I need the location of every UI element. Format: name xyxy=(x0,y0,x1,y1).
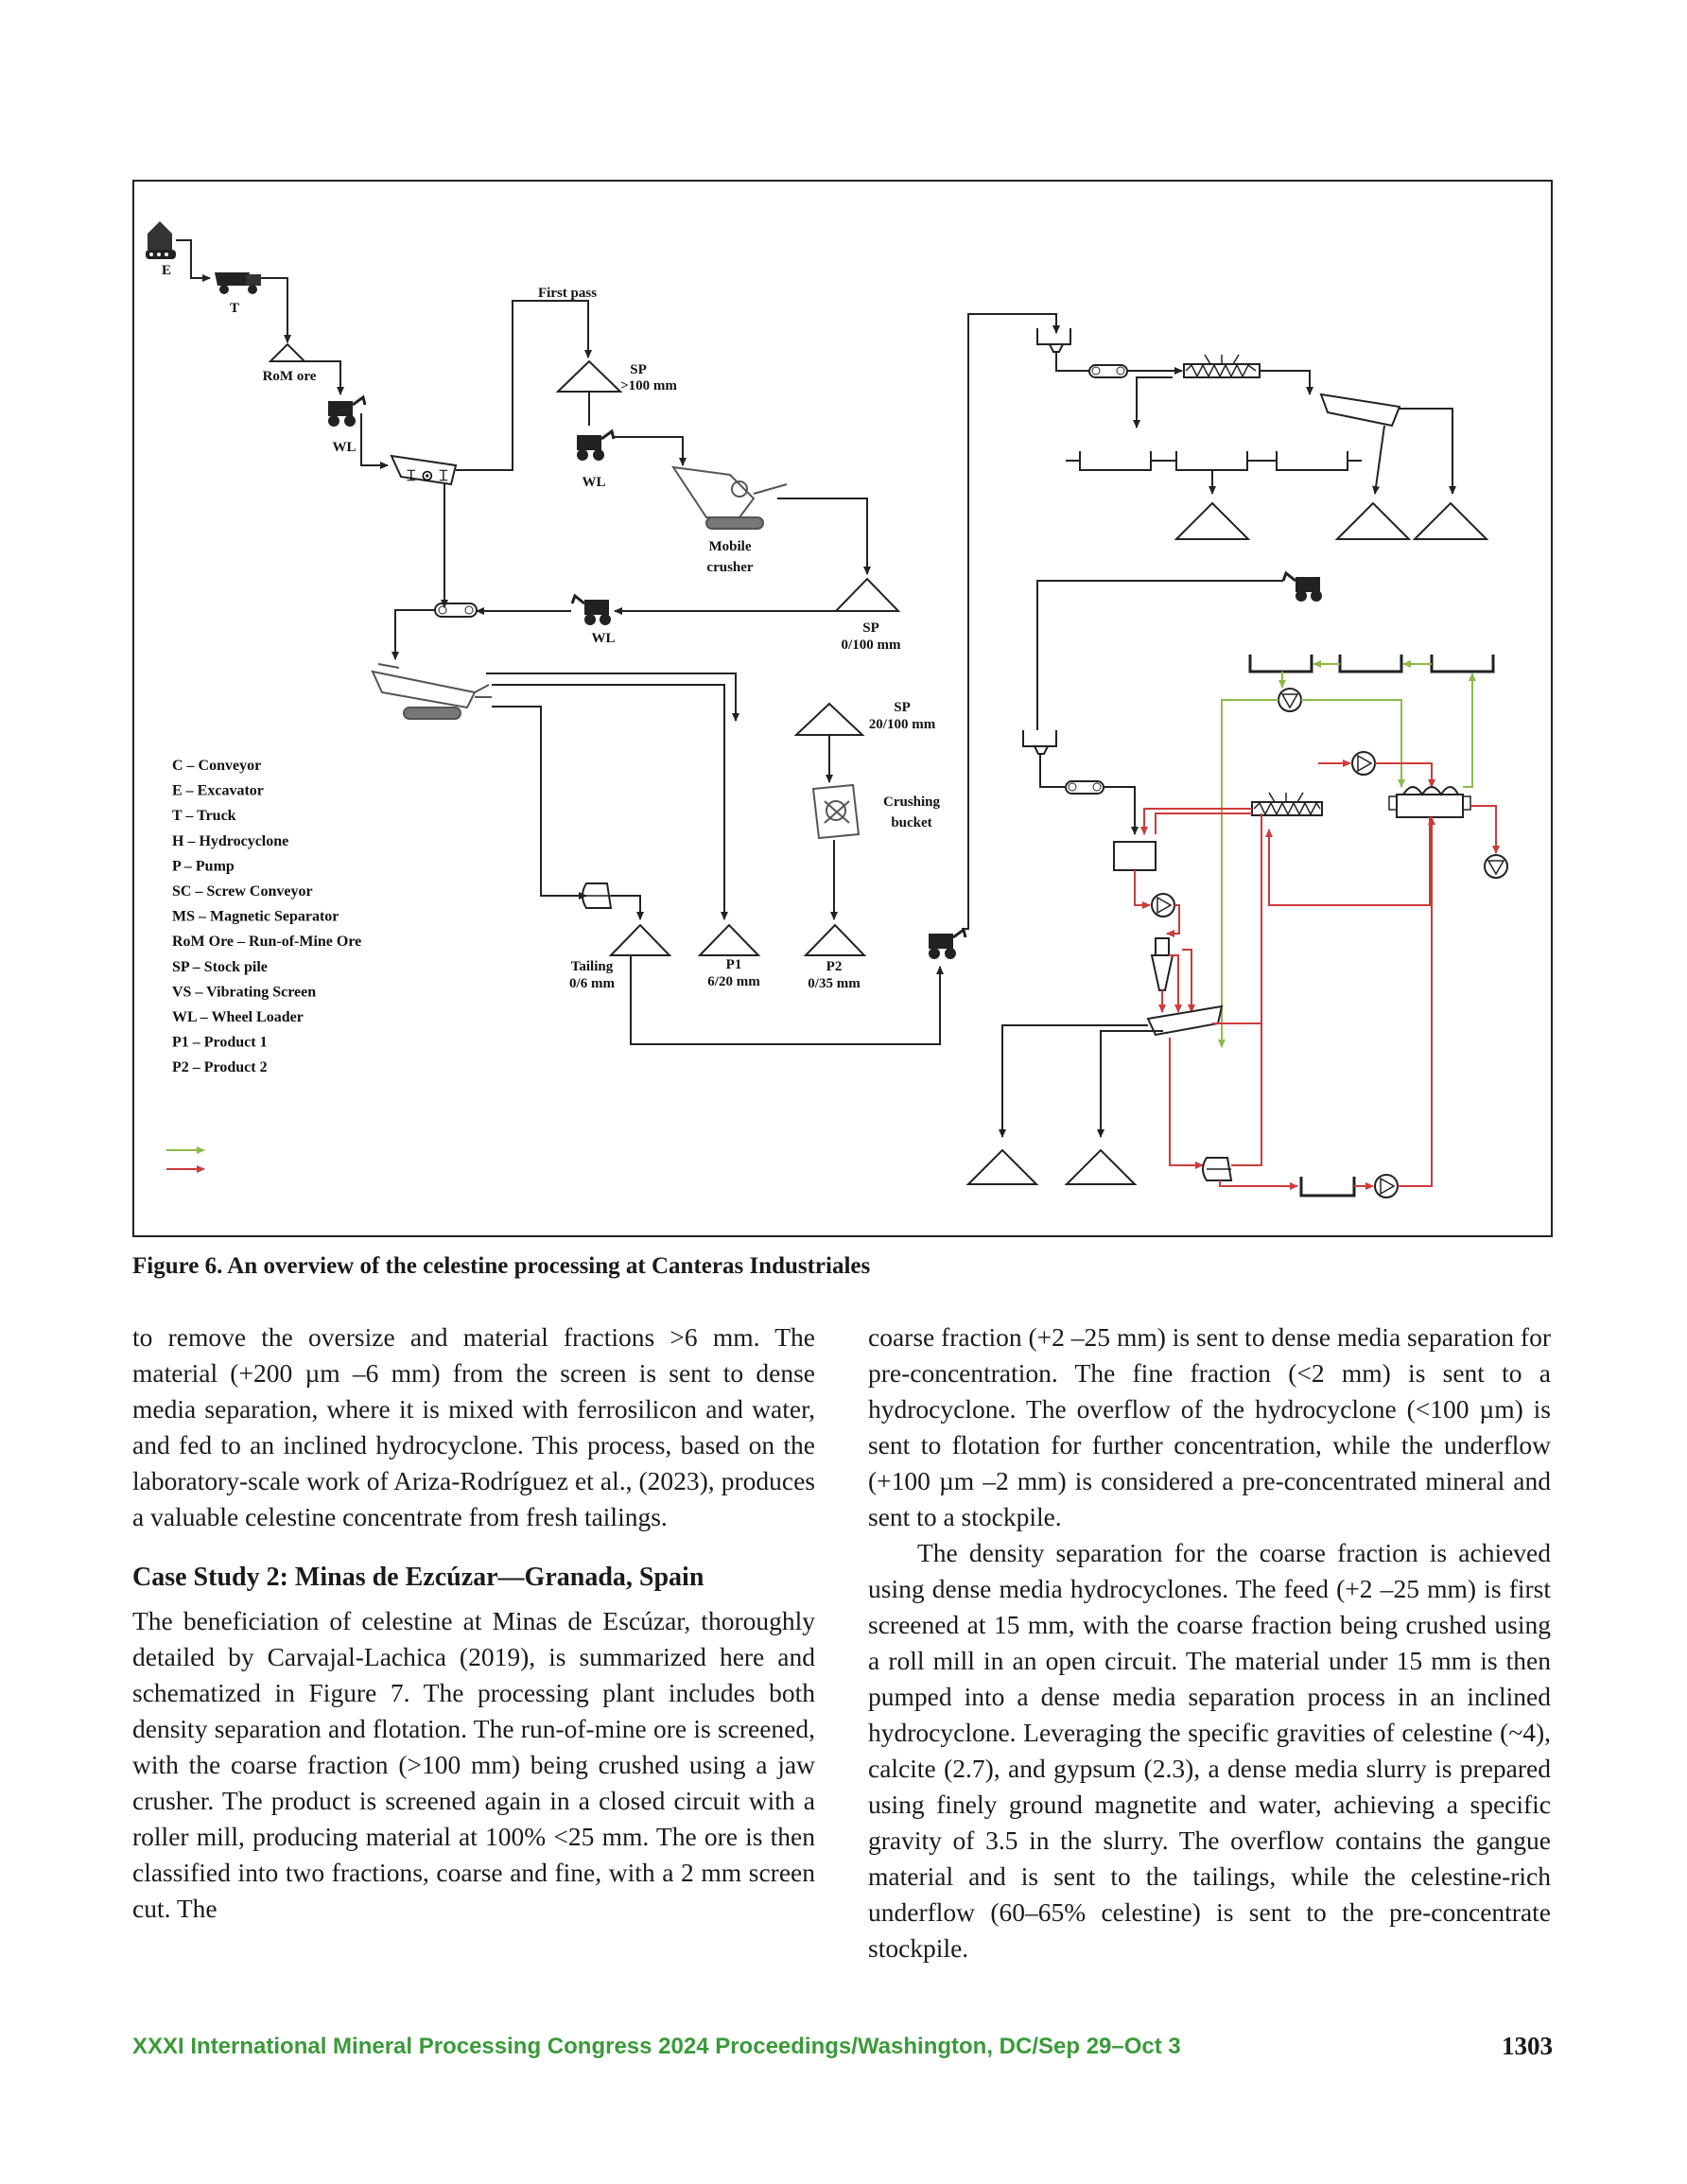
figure-caption: Figure 6. An overview of the celestine p… xyxy=(132,1253,871,1279)
section-heading: Case Study 2: Minas de Ezcúzar—Granada, … xyxy=(132,1563,704,1592)
label-wl-1: WL xyxy=(332,440,356,455)
stockpile-tailing-icon xyxy=(608,923,672,956)
hydrocyclone-icon xyxy=(1150,937,1174,991)
classifier-icon xyxy=(582,882,613,909)
stockpile-low-icon xyxy=(793,702,865,736)
mobile-screen-icon xyxy=(371,663,492,720)
flotation-cells-bottom xyxy=(1248,655,1495,673)
label-p1-2: 6/20 mm xyxy=(707,974,760,989)
figure-frame: E T RoM ore WL ⌶ ⊙ ⌶ First pass xyxy=(132,180,1553,1237)
label-crushing-bucket-2: bucket xyxy=(891,815,931,830)
stockpile-top-icon xyxy=(555,359,623,393)
truck-icon xyxy=(215,272,261,294)
paragraph: The density separation for the coarse fr… xyxy=(868,1538,1551,1963)
legend-item: RoM Ore – Run-of-Mine Ore xyxy=(172,934,361,950)
label-tailing-2: 0/6 mm xyxy=(569,976,615,991)
text-column-right: coarse fraction (+2 –25 mm) is sent to d… xyxy=(868,1319,1551,1966)
screw-conveyor-icon xyxy=(1251,792,1323,816)
label-first-pass: First pass xyxy=(538,286,597,301)
conveyor-icon xyxy=(1065,780,1104,795)
hopper-icon xyxy=(1036,328,1071,345)
stockpile-icon xyxy=(965,1148,1039,1185)
pump-icon xyxy=(1374,1174,1399,1198)
wheel-loader-icon xyxy=(577,428,616,461)
label-sp-low-size: 20/100 mm xyxy=(869,717,936,732)
hopper-icon xyxy=(1022,730,1057,747)
legend-item: P2 – Product 2 xyxy=(172,1059,268,1075)
mixing-tank-icon xyxy=(1113,841,1157,871)
crushing-bucket-icon xyxy=(811,783,861,840)
label-wl-3: WL xyxy=(591,631,615,646)
wheel-loader-icon xyxy=(570,593,611,625)
flowsheet-diagram: E T RoM ore WL ⌶ ⊙ ⌶ First pass xyxy=(146,221,1508,1198)
label-wl-2: WL xyxy=(582,475,605,490)
legend-item: P1 – Product 1 xyxy=(172,1035,268,1051)
stockpile-icon xyxy=(1064,1148,1138,1185)
label-sp-mid-size: 0/100 mm xyxy=(842,638,901,653)
legend-item: SC – Screw Conveyor xyxy=(172,883,313,900)
mobile-crusher-icon xyxy=(670,465,788,530)
paragraph: The beneficiation of celestine at Minas … xyxy=(132,1606,815,1923)
stockpile-p2-icon xyxy=(803,923,867,956)
label-tailing-1: Tailing xyxy=(571,959,614,974)
stockpile-icon xyxy=(1174,501,1251,540)
magnetic-separator-small-icon xyxy=(1202,1157,1233,1181)
label-sp-top: SP xyxy=(630,362,647,377)
label-excavator: E xyxy=(162,263,171,278)
magnetic-separator-icon xyxy=(1388,786,1471,818)
paragraph: coarse fraction (+2 –25 mm) is sent to d… xyxy=(868,1322,1551,1531)
excavator-icon xyxy=(146,221,176,259)
pump-icon xyxy=(1351,751,1376,776)
paragraph: to remove the oversize and material frac… xyxy=(132,1322,815,1531)
legend-item: T – Truck xyxy=(172,808,236,824)
legend-item: WL – Wheel Loader xyxy=(172,1009,304,1025)
label-crushing-bucket-1: Crushing xyxy=(883,795,941,810)
legend: C – Conveyor E – Excavator T – Truck H – Hy… xyxy=(172,758,361,1075)
legend-item: MS – Magnetic Separator xyxy=(172,909,339,925)
footer-conference: XXXI International Mineral Processing Co… xyxy=(132,2034,1181,2059)
label-p2-1: P2 xyxy=(826,959,843,974)
label-sp-low: SP xyxy=(894,700,911,715)
pump-icon xyxy=(1484,854,1508,879)
legend-item: H – Hydrocyclone xyxy=(172,833,288,849)
text-column-left: to remove the oversize and material frac… xyxy=(132,1319,815,1927)
label-rom-ore: RoM ore xyxy=(263,369,317,384)
label-mobile-crusher-1: Mobile xyxy=(709,539,752,554)
legend-item: P – Pump xyxy=(172,858,235,874)
label-truck: T xyxy=(230,301,239,316)
pump-icon xyxy=(1278,688,1302,712)
legend-item: SP – Stock pile xyxy=(172,959,268,975)
conveyor-icon xyxy=(434,603,478,618)
legend-item: C – Conveyor xyxy=(172,758,261,774)
conveyor-icon xyxy=(1088,364,1128,378)
svg-text:⌶ ⊙ ⌶: ⌶ ⊙ ⌶ xyxy=(407,466,448,484)
stockpile-icon xyxy=(1334,501,1412,540)
wheel-loader-icon xyxy=(1281,570,1322,602)
pump-icon xyxy=(1151,893,1175,917)
flotation-cells-top xyxy=(1066,451,1362,471)
page-number: 1303 xyxy=(1502,2032,1553,2060)
stockpile-icon xyxy=(1412,501,1489,540)
label-p2-2: 0/35 mm xyxy=(808,976,861,991)
stockpile-p1-icon xyxy=(697,923,761,956)
wheel-loader-icon xyxy=(328,394,367,427)
legend-item: VS – Vibrating Screen xyxy=(172,984,316,1000)
label-mobile-crusher-2: crusher xyxy=(706,560,753,575)
label-sp-mid: SP xyxy=(862,620,879,636)
screw-conveyor-icon xyxy=(1183,354,1261,378)
wheel-loader-icon xyxy=(929,927,967,959)
legend-item: E – Excavator xyxy=(172,783,264,799)
label-p1-1: P1 xyxy=(726,957,742,972)
conveyor-tank-icon xyxy=(1299,1177,1356,1197)
label-sp-top-size: >100 mm xyxy=(620,378,677,393)
vibrating-screen-icon: ⌶ ⊙ ⌶ xyxy=(390,454,458,486)
stockpile-mid-icon xyxy=(833,577,901,612)
rom-stockpile-icon xyxy=(268,342,307,362)
vibrating-screen-icon xyxy=(1319,393,1401,428)
